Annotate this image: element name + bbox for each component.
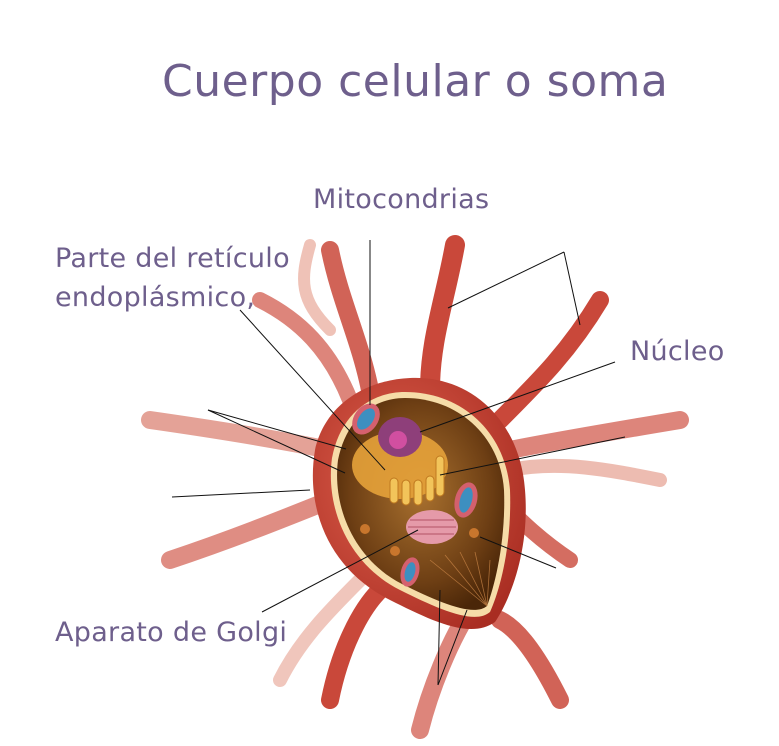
- vesicle: [469, 528, 479, 538]
- label-golgi: Aparato de Golgi: [55, 617, 288, 648]
- organelles: [352, 403, 491, 607]
- label-er-line1: Parte del retículo: [55, 243, 290, 274]
- diagram-title: Cuerpo celular o soma: [162, 56, 669, 107]
- nucleus: [378, 417, 422, 457]
- vesicle: [360, 524, 370, 534]
- label-er-line2: endoplásmico,: [55, 282, 256, 313]
- mitochondrion: [400, 557, 420, 587]
- vesicle: [390, 546, 400, 556]
- mitochondrion: [352, 403, 380, 435]
- label-mitochondria: Mitocondrias: [313, 184, 490, 215]
- mitochondrion: [454, 482, 478, 518]
- golgi-apparatus: [406, 510, 458, 544]
- rough-er: [352, 431, 448, 506]
- axon-hillock-fibers: [429, 551, 491, 607]
- label-nucleus: Núcleo: [630, 336, 725, 367]
- leader-lines: [171, 240, 626, 686]
